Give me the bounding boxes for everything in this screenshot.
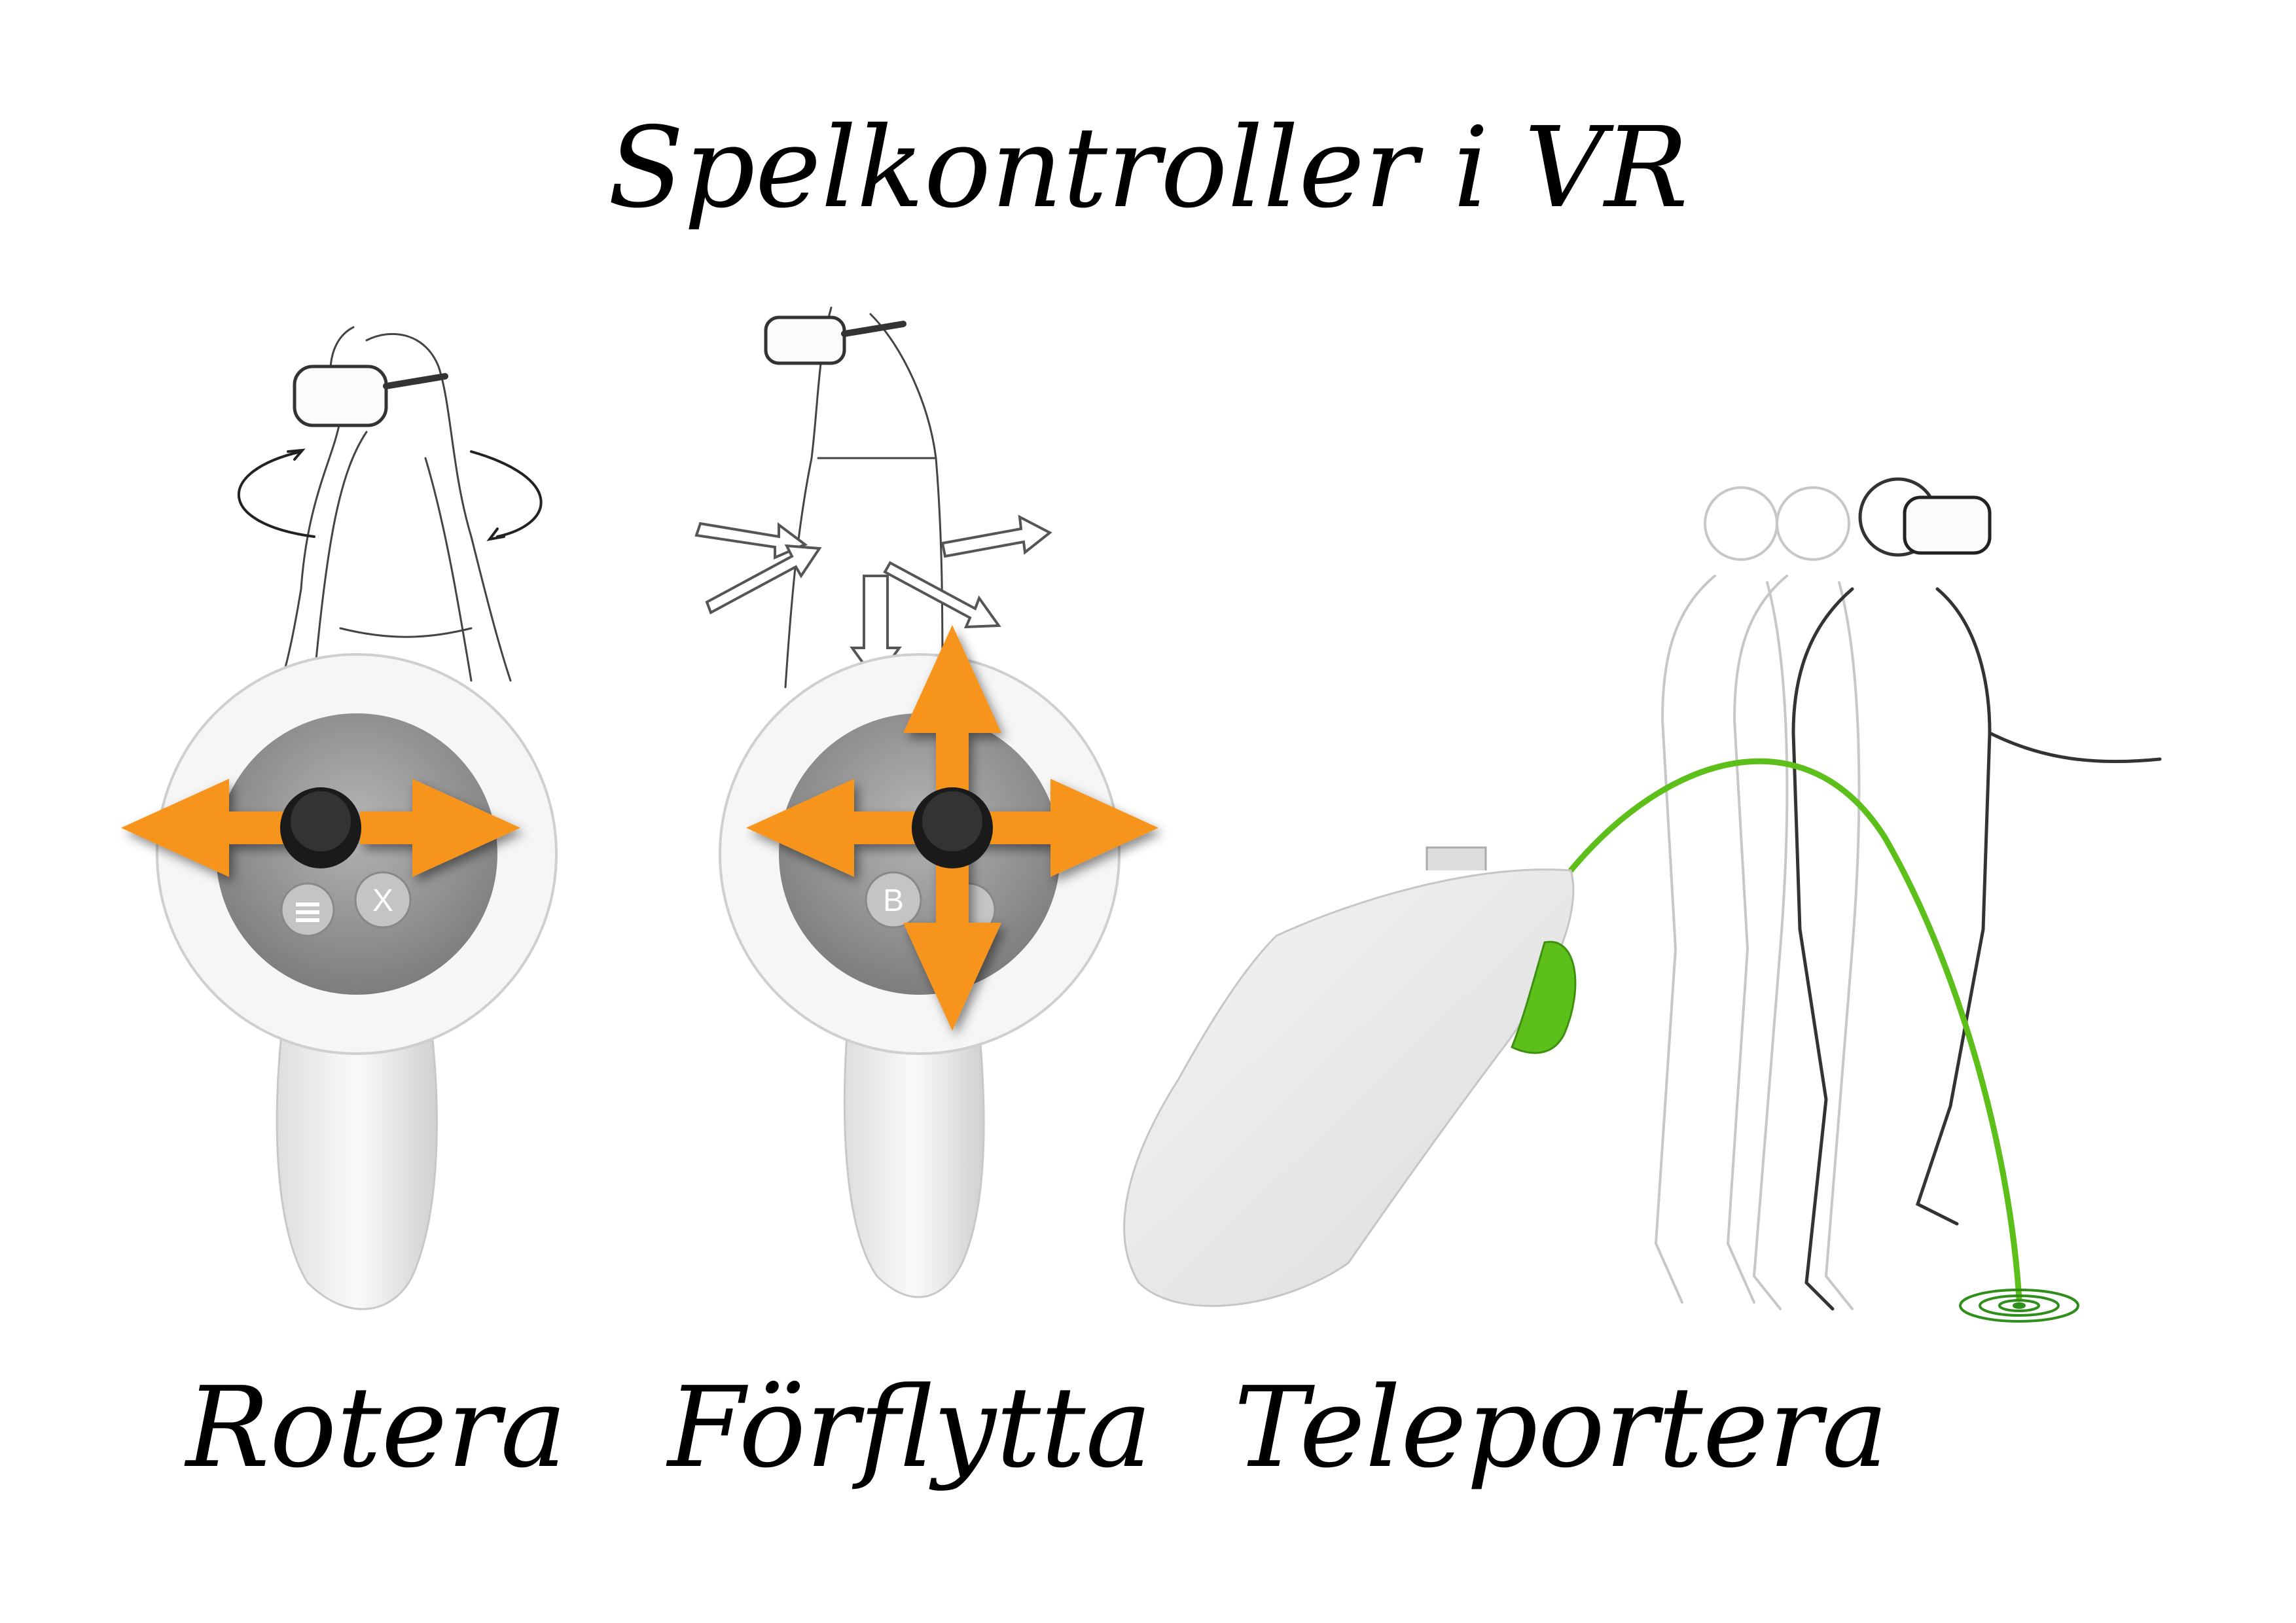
menu-icon	[296, 902, 319, 922]
controller-grip	[276, 980, 438, 1310]
movement-arrows-sketch	[694, 514, 1052, 683]
rotate-label: Rotera	[184, 1363, 567, 1493]
rotating-person-illustration	[238, 326, 543, 682]
rotate-panel: X Rotera	[121, 326, 567, 1493]
x-button-label: X	[372, 883, 393, 918]
b-button[interactable]	[865, 871, 922, 929]
rotate-arrow-left	[238, 450, 315, 538]
teleport-label: Teleportera	[1234, 1363, 1888, 1493]
rotate-right-arrow	[360, 779, 520, 877]
move-right-arrow	[956, 779, 1158, 877]
move-up-arrow	[903, 625, 1001, 825]
side-view-controller	[1123, 846, 1577, 1308]
thumbstick[interactable]	[280, 787, 361, 868]
rotate-arrows	[121, 779, 520, 877]
menu-button[interactable]	[280, 882, 335, 937]
move-down-arrow	[903, 831, 1001, 1031]
move-arrows	[746, 625, 1158, 1031]
teleport-ghost-figures	[1654, 486, 1861, 1310]
teleporting-person-illustration	[1791, 477, 2162, 1311]
teleport-panel: Teleportera	[1123, 477, 2162, 1493]
teleport-arc	[1568, 758, 2022, 1302]
right-touch-controller: B	[719, 653, 1121, 1298]
vr-headset-front	[1903, 495, 1992, 555]
vr-headset	[293, 365, 388, 427]
trigger-button[interactable]	[1511, 940, 1577, 1054]
b-button-label: B	[883, 883, 904, 918]
left-touch-controller: X	[156, 653, 558, 1310]
controller-grip	[843, 987, 985, 1298]
thumbstick[interactable]	[912, 787, 993, 868]
moving-person-illustration	[694, 306, 1052, 688]
thumbstick-top[interactable]	[1426, 846, 1487, 870]
rotate-arrow-right	[470, 450, 543, 538]
vr-headset-side	[764, 315, 846, 365]
x-button[interactable]	[354, 871, 412, 929]
page-title: Spelkontroller i VR	[608, 103, 1689, 233]
teleport-target-marker	[1959, 1289, 2079, 1323]
controller-body	[1123, 868, 1575, 1308]
move-panel: B Förflytta	[666, 306, 1158, 1493]
rotate-left-arrow	[121, 779, 321, 877]
move-left-arrow	[746, 779, 949, 877]
move-label: Förflytta	[666, 1363, 1152, 1493]
